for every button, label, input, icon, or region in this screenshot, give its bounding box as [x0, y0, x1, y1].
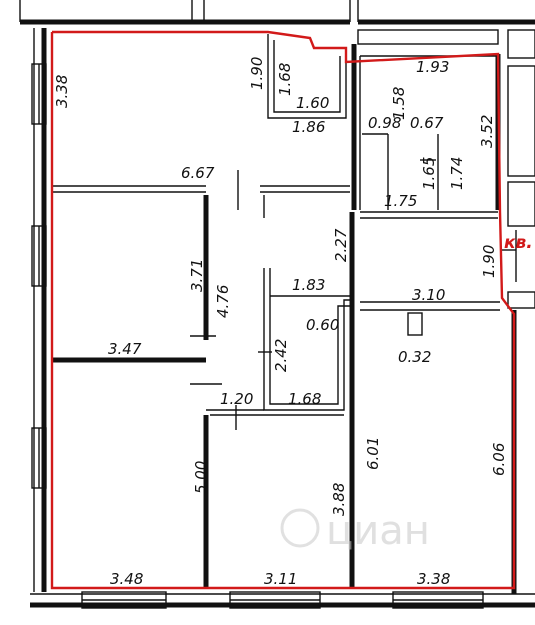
- dim-niche-height: 1.90: [248, 57, 266, 90]
- dim-left-room-height: 3.71: [188, 259, 206, 292]
- neighbor-walls: [19, 0, 535, 309]
- dim-room1-height: 3.38: [53, 75, 71, 108]
- dim-bottom-right-width: 3.38: [417, 570, 450, 588]
- dim-niche-inner-height: 1.68: [276, 63, 294, 96]
- apartment-label: кв.: [504, 233, 533, 253]
- dim-bottom-left-height: 5.00: [192, 461, 210, 494]
- watermark-text: циан: [326, 508, 430, 554]
- dim-closet-depth: 0.60: [306, 316, 339, 334]
- dim-hall-height: 4.76: [214, 285, 232, 318]
- windows: [31, 63, 484, 609]
- exterior-walls: [30, 28, 535, 608]
- dim-right-room-left-height: 6.01: [364, 437, 382, 470]
- interior-walls: [52, 34, 517, 588]
- dim-bath-lower-a: 1.65: [420, 157, 438, 190]
- dim-hall-width: 2.27: [332, 228, 350, 262]
- dim-closet-lower-width: 1.68: [288, 390, 321, 408]
- dim-niche-width-bottom: 1.86: [292, 118, 325, 136]
- dim-hall-right-width: 3.10: [412, 286, 445, 304]
- dim-hall-lower-width: 1.20: [220, 390, 253, 408]
- watermark: циан: [280, 508, 430, 554]
- dim-bottom-left-width: 3.48: [110, 570, 143, 588]
- dim-right-room-right-height: 6.06: [490, 443, 508, 476]
- dim-closet-height: 2.42: [272, 339, 290, 372]
- dim-entry-height: 1.90: [480, 245, 498, 278]
- dimension-labels: кв. 3.38 6.67 1.90 1.68 1.60 1.86 1.93 3…: [53, 57, 533, 588]
- apartment-outline: [50, 30, 516, 590]
- dim-bath-height: 1.58: [390, 87, 408, 120]
- dim-bottom-middle-width: 3.11: [264, 570, 297, 588]
- dim-middle-room-height: 3.88: [330, 483, 348, 516]
- dim-closet-width: 1.83: [292, 276, 325, 294]
- dim-room1-width: 6.67: [181, 164, 215, 182]
- dim-bath-width-a: 0.98: [368, 114, 401, 132]
- dim-niche-width-top: 1.60: [296, 94, 329, 112]
- dim-bath-width-b: 0.67: [410, 114, 444, 132]
- dim-column-width: 0.32: [398, 348, 431, 366]
- dim-bath-top-width: 1.93: [416, 58, 449, 76]
- dim-bath-lower-b: 1.74: [448, 157, 466, 190]
- dim-bath-lower-width: 1.75: [384, 192, 417, 210]
- dim-bath-right-height: 3.52: [478, 115, 496, 148]
- dim-left-room-width: 3.47: [108, 340, 142, 358]
